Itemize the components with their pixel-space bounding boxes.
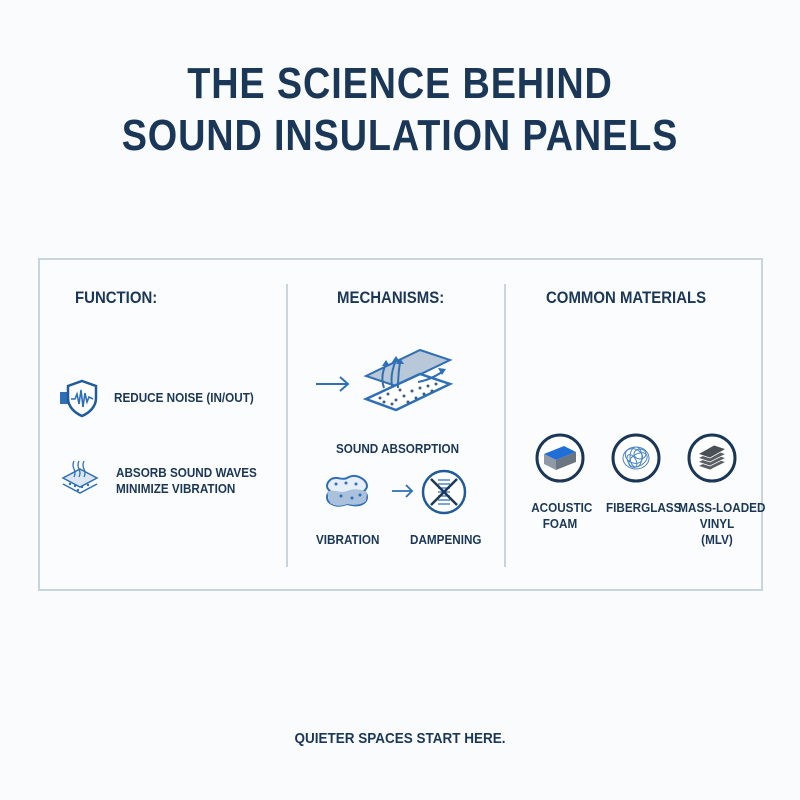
title-line-1: THE SCIENCE BEHIND	[187, 59, 613, 108]
fiberglass-icon	[611, 433, 661, 483]
column-divider-2	[504, 284, 506, 567]
dampening-label: DAMPENING	[410, 532, 482, 547]
column-divider-1	[286, 284, 288, 567]
mlv-label-2: VINYL	[699, 516, 735, 531]
materials-heading: COMMON MATERIALS	[546, 288, 707, 307]
foam-block-icon	[535, 433, 585, 483]
sponge-icon	[326, 474, 368, 507]
vinyl-sheets-icon	[687, 433, 737, 483]
panel-absorption-icon	[362, 348, 454, 412]
acoustic-foam-label-1: ACOUSTIC	[531, 500, 593, 515]
page-title: THE SCIENCE BEHIND SOUND INSULATION PANE…	[56, 58, 744, 162]
vibration-label: VIBRATION	[316, 532, 380, 547]
function-heading: FUNCTION:	[75, 288, 158, 307]
acoustic-foam-label-2: FOAM	[542, 516, 578, 531]
arrow-right-icon	[316, 376, 350, 392]
minimize-vibration-label: MINIMIZE VIBRATION	[116, 481, 236, 496]
reduce-noise-label: REDUCE NOISE (IN/OUT)	[114, 390, 254, 405]
layered-panel-icon	[61, 460, 99, 494]
arrow-right-icon-2	[392, 484, 414, 498]
absorb-sound-label: ABSORB SOUND WAVES	[116, 465, 257, 480]
fiberglass-label: FIBERGLASS	[606, 500, 682, 515]
mechanisms-heading: MECHANISMS:	[337, 288, 445, 307]
mlv-label-3: (MLV)	[701, 532, 733, 547]
shield-soundwave-icon	[60, 379, 98, 418]
mlv-label-1: MASS-LOADED	[678, 500, 766, 515]
no-vibration-icon	[421, 469, 467, 515]
info-panel: FUNCTION: REDUCE NOISE (IN/OUT) ABSORB S…	[38, 258, 766, 591]
sound-absorption-label: SOUND ABSORPTION	[336, 441, 460, 456]
footer-tagline: QUIETER SPACES START HERE.	[294, 730, 506, 747]
title-line-2: SOUND INSULATION PANELS	[121, 111, 679, 160]
